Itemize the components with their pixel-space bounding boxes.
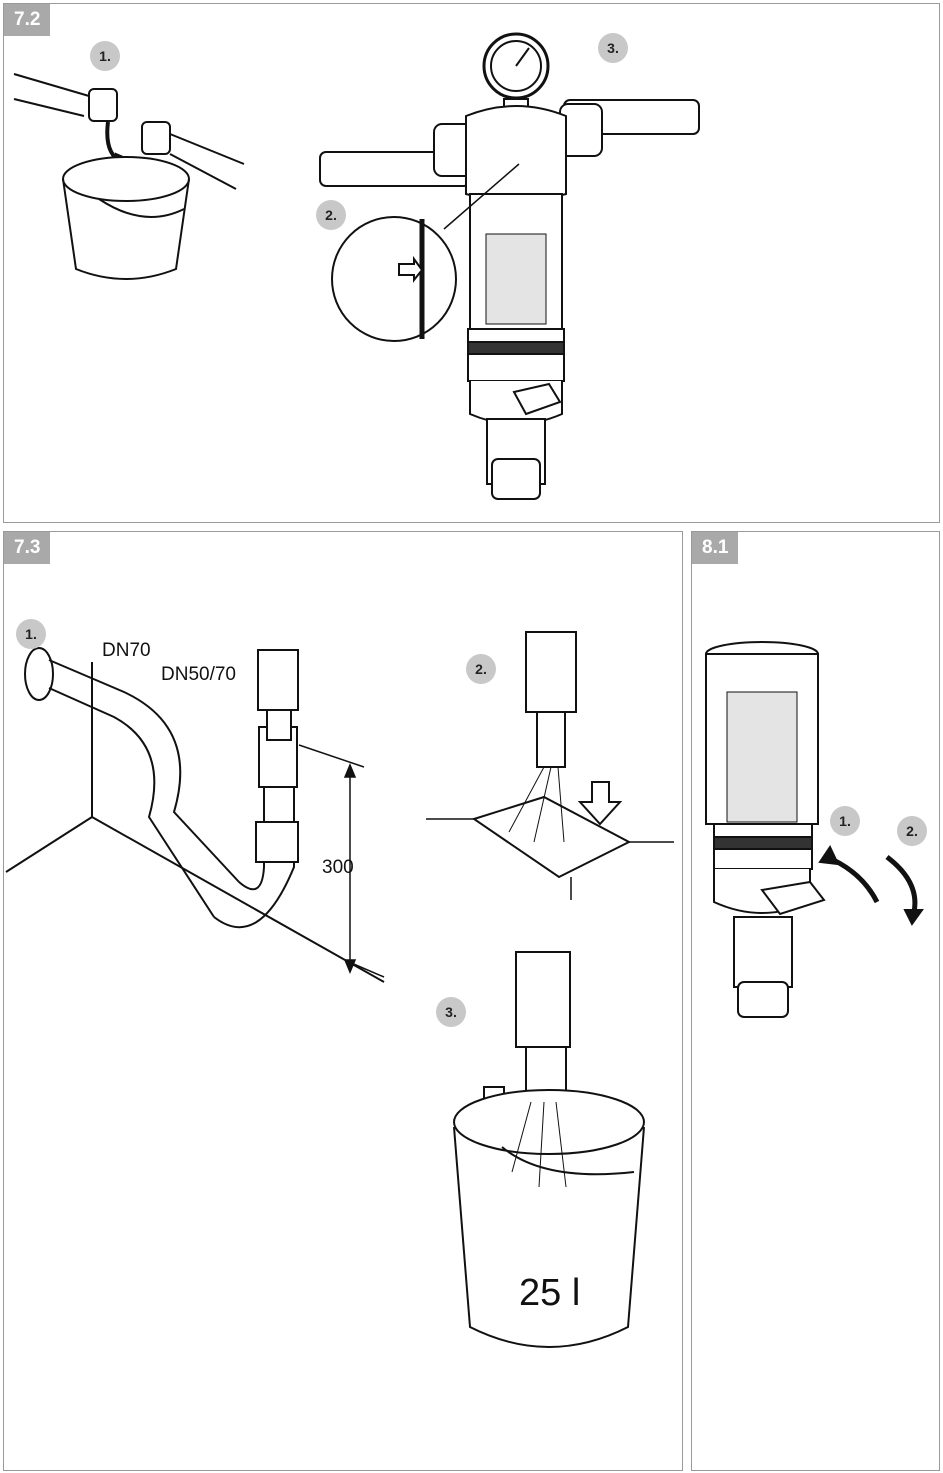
label-dn70: DN70 [102, 640, 151, 661]
step-2-badge: 2. [316, 200, 346, 230]
filter-assembly [319, 32, 700, 500]
drain-and-flush-illustration [5, 631, 674, 1348]
label-height-300: 300 [322, 857, 354, 878]
filter-installation-illustration [13, 32, 700, 500]
panel-tag: 7.2 [4, 4, 51, 36]
step-3-badge: 3. [436, 997, 466, 1027]
step-3-badge: 3. [598, 33, 628, 63]
step-1-badge: 1. [90, 41, 120, 71]
bucket-25l [453, 951, 645, 1348]
floor-drain-grate [426, 631, 674, 900]
step-2-badge: 2. [897, 816, 927, 846]
dimension-300 [298, 744, 385, 978]
bucket-under-pipe [13, 73, 245, 280]
step-1-badge: 1. [16, 619, 46, 649]
panel-tag: 8.1 [692, 532, 739, 564]
panel-8-1: 8.1 1. 2. [691, 531, 940, 1471]
panel-7-2: 7.2 [3, 3, 940, 523]
magnifier-detail [331, 216, 457, 342]
filter-rotate-illustration [705, 641, 924, 1018]
panel-tag: 7.3 [4, 532, 51, 564]
panel-7-3: 7.3 [3, 531, 683, 1471]
step-2-badge: 2. [466, 654, 496, 684]
step-1-badge: 1. [830, 806, 860, 836]
label-dn50-70: DN50/70 [161, 664, 236, 685]
label-bucket-volume: 25 l [519, 1272, 581, 1314]
siphon-drain [24, 647, 299, 928]
